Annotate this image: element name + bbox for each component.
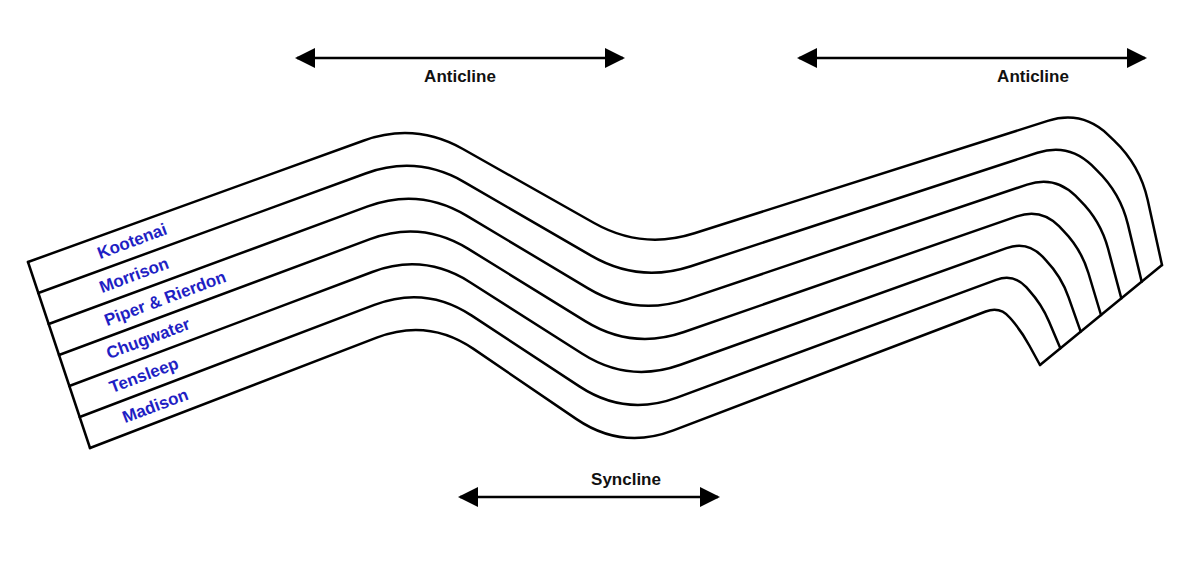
fold-label: Anticline — [424, 68, 496, 85]
formation-label: Kootenai — [95, 220, 169, 261]
bedding-line — [69, 246, 1080, 386]
section-edge — [28, 262, 90, 448]
bedding-line — [59, 214, 1101, 355]
bedding-line — [28, 118, 1162, 265]
section-edge — [1040, 265, 1162, 365]
strata-lines — [28, 118, 1162, 448]
bedding-line — [49, 182, 1122, 324]
span-arrow — [297, 57, 623, 60]
span-arrow — [460, 496, 718, 499]
formation-label: Morrison — [97, 255, 171, 296]
fold-label: Syncline — [591, 471, 661, 488]
fold-label: Anticline — [997, 68, 1069, 85]
bedding-line — [38, 150, 1141, 293]
formation-label: Madison — [120, 386, 191, 426]
span-arrow — [799, 57, 1145, 60]
formation-label: Tensleep — [107, 355, 181, 396]
bedding-line — [90, 310, 1040, 448]
